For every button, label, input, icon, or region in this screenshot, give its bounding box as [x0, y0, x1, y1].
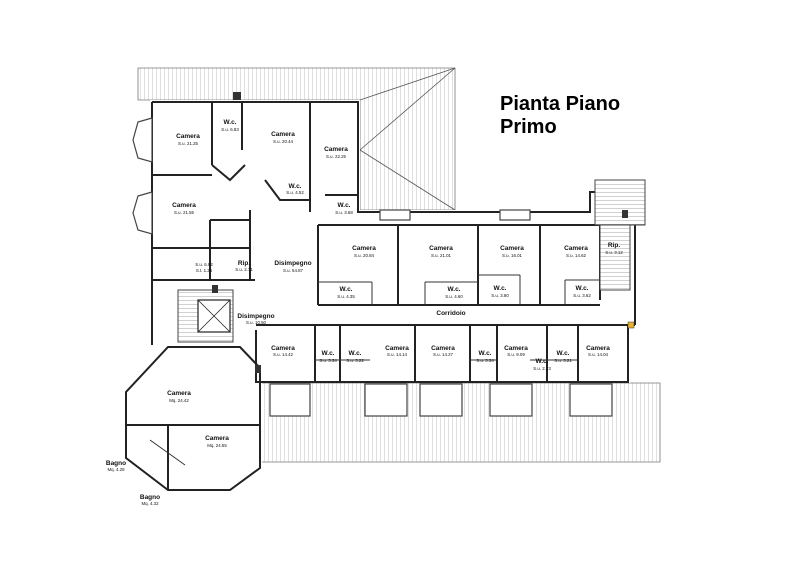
room-label-area: S.u. 21.25	[178, 141, 199, 146]
room-label-name: Camera	[324, 146, 348, 153]
room-label-area: S.u. 54.87	[283, 268, 304, 273]
room-label-name: W.c.	[288, 183, 301, 190]
room-label-name: Camera	[431, 345, 455, 352]
room-label-name: Camera	[172, 202, 196, 209]
room-label-area: S.u. 21.55	[174, 210, 195, 215]
room-label-name: Camera	[271, 345, 295, 352]
plan-title-line2: Primo	[500, 116, 557, 138]
room-label-area: S.u. 14.27	[433, 352, 454, 357]
room-label-area: Mq. 4.28	[107, 467, 125, 472]
room-label-area: S.u. 20.84	[354, 253, 375, 258]
room-label-area: S.u. 14.04	[588, 352, 609, 357]
room-label-name: Disimpegno	[274, 260, 311, 267]
room-label-name: Camera	[352, 245, 376, 252]
room-label-area: S.u. 9.09	[507, 352, 525, 357]
room-label-area: S.u. 16.01	[502, 253, 523, 258]
stair-marker	[233, 92, 241, 100]
room-labels: Camera S.u. 21.25 W.c. S.u. 6.83 Camera …	[106, 119, 623, 506]
room-label-name: W.c.	[337, 202, 350, 209]
building-footprint	[124, 100, 640, 492]
room-label-name: Rip.	[608, 242, 620, 249]
room-label-name: Camera	[586, 345, 610, 352]
room-label-name: Bagno	[140, 494, 160, 501]
room-label-area: S.u. 4.35	[337, 294, 355, 299]
room-label-name: Camera	[205, 435, 229, 442]
room-label-area: S.u. 3.62	[573, 293, 591, 298]
room-label-name: W.c.	[556, 350, 569, 357]
room-label-area: S.u. 6.92	[195, 262, 213, 267]
room-label-name: Disimpegno	[237, 313, 274, 320]
balconies	[132, 117, 613, 417]
room-label-name: W.c.	[493, 285, 506, 292]
room-label-area: S.u. 2.73	[533, 366, 551, 371]
room-label-name: W.c.	[348, 350, 361, 357]
room-label-name: Corridoio	[436, 310, 465, 317]
room-label-name: Camera	[271, 131, 295, 138]
room-label-name: Camera	[429, 245, 453, 252]
room-label-name: W.c.	[575, 285, 588, 292]
room-label-area: S.u. 14.42	[273, 352, 294, 357]
room-label-area: S.u. 3.34	[319, 358, 337, 363]
room-label-area: S.u. 2.71	[235, 267, 253, 272]
room-label-area: S.u. 21.01	[431, 253, 452, 258]
room-label-area: S.u. 3.21	[554, 358, 572, 363]
room-label-name: Camera	[167, 390, 191, 397]
room-label-area: S.u. 3.68	[335, 210, 353, 215]
room-label-area: S.u. 3.34	[476, 358, 494, 363]
room-label-name: W.c.	[321, 350, 334, 357]
room-label-area: S.u. 14.62	[566, 253, 587, 258]
room-label-name: W.c.	[339, 286, 352, 293]
room-label-area: S.u. 20.44	[273, 139, 294, 144]
stairs	[177, 92, 646, 373]
room-label-area: Mq. 24.42	[169, 398, 189, 403]
room-label-area: S.u. 22.25	[326, 154, 347, 159]
room-label-area: Mq. 4.32	[141, 501, 159, 506]
room-label-name: Camera	[176, 133, 200, 140]
room-label-area: Mq. 24.55	[207, 443, 227, 448]
room-label-name: Rip.	[238, 260, 250, 267]
plan-title-line1: Pianta Piano	[500, 93, 620, 115]
room-label-name: Camera	[500, 245, 524, 252]
room-label-name: Bagno	[106, 460, 126, 467]
room-label-area: S.u. 3.80	[491, 293, 509, 298]
room-label-area: S.t. 1.35	[196, 268, 213, 273]
room-label-name: W.c.	[478, 350, 491, 357]
room-label-name: W.c.	[535, 358, 548, 365]
room-label-name: Camera	[504, 345, 528, 352]
room-label-name: Camera	[564, 245, 588, 252]
room-label-area: S.u. 4.52	[286, 190, 304, 195]
room-label-name: W.c.	[223, 119, 236, 126]
room-label-area: S.u. 3.22	[346, 358, 364, 363]
room-label-area: S.u. 10.50	[246, 320, 267, 325]
room-label-area: S.u. 4.60	[445, 294, 463, 299]
room-label-area: S.u. 14.14	[387, 352, 408, 357]
room-label-area: S.u. 3.12	[605, 250, 623, 255]
room-label-area: S.u. 6.83	[221, 127, 239, 132]
room-label-name: Camera	[385, 345, 409, 352]
room-label-name: W.c.	[447, 286, 460, 293]
